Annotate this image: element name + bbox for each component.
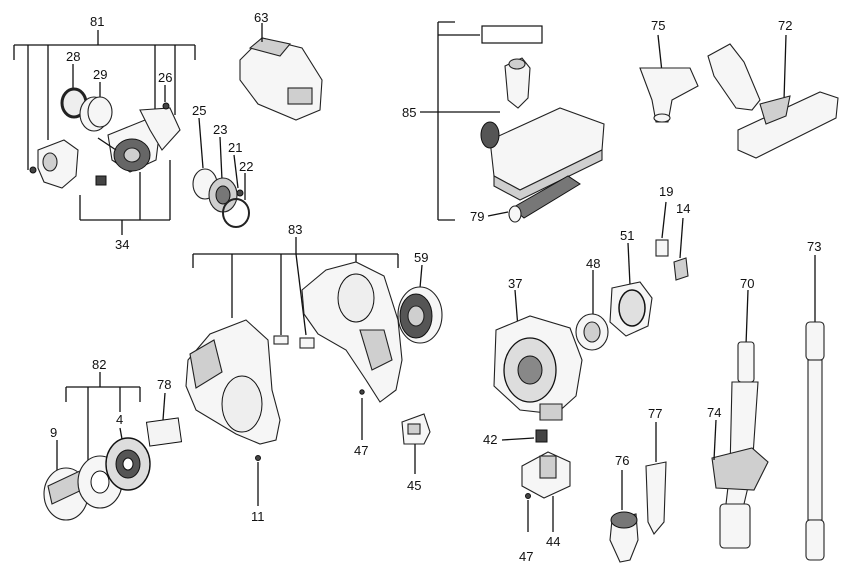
label-47-center: 47 <box>354 443 368 458</box>
callout-labels: 81 28 29 26 34 63 25 23 21 22 85 79 75 7… <box>50 10 821 564</box>
group-85-bracket <box>420 21 509 221</box>
part-brush-roll <box>508 175 581 223</box>
part-filter-4 <box>105 437 151 491</box>
label-4: 4 <box>116 412 123 427</box>
label-72: 72 <box>778 18 792 33</box>
label-28: 28 <box>66 49 80 64</box>
label-44: 44 <box>546 534 560 549</box>
label-34: 34 <box>115 237 129 252</box>
label-83: 83 <box>288 222 302 237</box>
label-85: 85 <box>402 105 416 120</box>
part-battery-pack <box>239 23 323 121</box>
part-attachments-76-77 <box>609 422 667 563</box>
label-76: 76 <box>615 453 629 468</box>
part-filter-disc <box>79 96 113 132</box>
part-clips-19-14 <box>655 201 689 281</box>
part-connector-45 <box>401 413 431 474</box>
label-22: 22 <box>239 159 253 174</box>
label-70: 70 <box>740 276 754 291</box>
part-switch-small <box>273 335 315 349</box>
label-75: 75 <box>651 18 665 33</box>
label-37: 37 <box>508 276 522 291</box>
part-label-sticker-78 <box>145 417 183 447</box>
part-floor-tool-72 <box>707 34 839 159</box>
part-extension-wand-73 <box>805 255 825 561</box>
part-powered-floor-nozzle <box>480 57 605 201</box>
label-59: 59 <box>414 250 428 265</box>
part-impeller-59 <box>397 264 443 344</box>
label-14: 14 <box>676 201 690 216</box>
label-9: 9 <box>50 425 57 440</box>
label-73: 73 <box>807 239 821 254</box>
part-crevice-tool-75 <box>639 34 699 123</box>
label-26: 26 <box>158 70 172 85</box>
part-small-filter-set <box>192 117 250 228</box>
label-29: 29 <box>93 67 107 82</box>
label-81: 81 <box>90 14 104 29</box>
part-housing-left-half <box>185 319 281 506</box>
label-78: 78 <box>157 377 171 392</box>
group-81-brackets <box>13 30 196 170</box>
label-48: 48 <box>586 256 600 271</box>
label-74: 74 <box>707 405 721 420</box>
label-77: 77 <box>648 406 662 421</box>
label-63: 63 <box>254 10 268 25</box>
label-42: 42 <box>483 432 497 447</box>
part-motor-housing-37 <box>493 242 653 421</box>
label-51: 51 <box>620 228 634 243</box>
label-25: 25 <box>192 103 206 118</box>
blank-label-box <box>481 25 543 44</box>
part-handle-70-74 <box>711 289 769 549</box>
part-end-cap <box>29 139 79 189</box>
label-79: 79 <box>470 209 484 224</box>
label-11: 11 <box>251 509 265 524</box>
label-82: 82 <box>92 357 106 372</box>
part-cyclone-assembly <box>95 102 181 186</box>
part-housing-right-half <box>301 261 403 440</box>
label-19: 19 <box>659 184 673 199</box>
group-34-bracket <box>79 160 171 235</box>
part-base-42-44 <box>501 429 571 532</box>
label-47-bottom: 47 <box>519 549 533 564</box>
label-21: 21 <box>228 140 242 155</box>
label-23: 23 <box>213 122 227 137</box>
label-45: 45 <box>407 478 421 493</box>
